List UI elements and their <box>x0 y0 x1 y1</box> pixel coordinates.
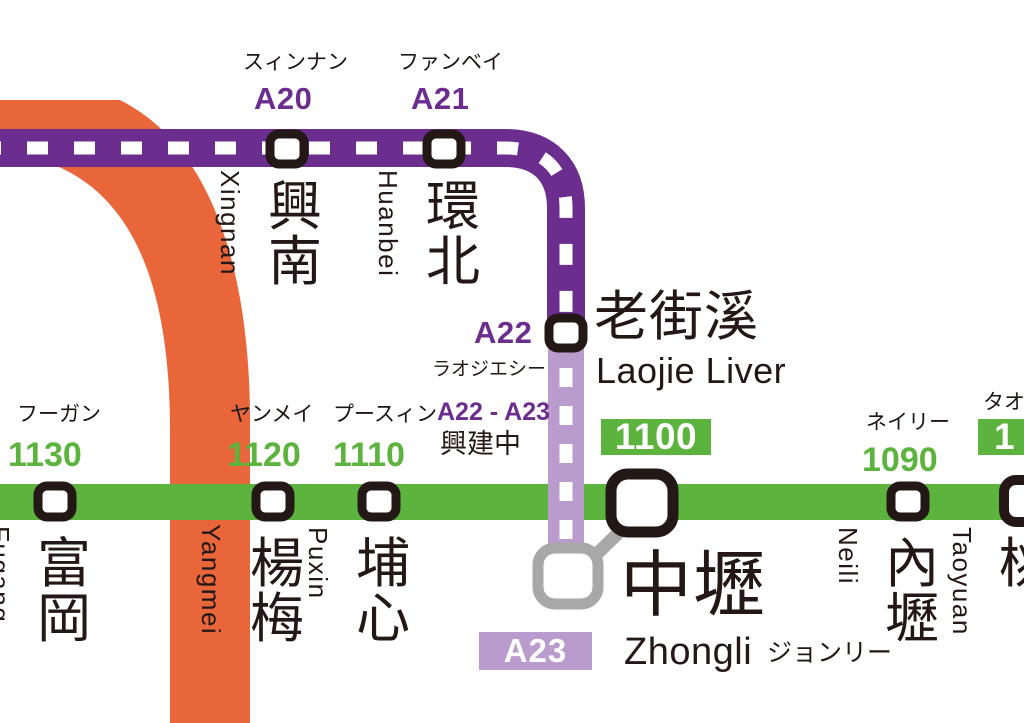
station-name-yangmei: 楊 梅 <box>250 534 304 650</box>
station-name-puxin-char1: 埔 <box>356 534 410 594</box>
station-kana-a21: ファンベイ <box>398 51 503 74</box>
station-name-fugang-char2: 岡 <box>37 589 91 650</box>
station-name-fugang: 富 岡 <box>37 534 91 650</box>
station-marker-zhongli[interactable] <box>605 468 679 538</box>
station-name-a21: 環 北 <box>426 177 480 293</box>
uc-status-label: 興建中 <box>440 429 521 459</box>
station-romaji-taoyuan: Taoyuan <box>947 527 977 636</box>
station-marker-a23[interactable] <box>532 542 604 610</box>
station-kana-a22: ラオジエシー <box>432 359 547 380</box>
station-badge-a23[interactable]: A23 <box>479 632 592 670</box>
station-name-taoyuan: 桃 <box>999 536 1024 592</box>
station-romaji-a22: Laojie Liver <box>596 350 787 391</box>
station-kana-zhongli: ジョンリー <box>767 639 893 667</box>
station-code-a22: A22 <box>474 315 533 350</box>
station-name-neili: 內 壢 <box>885 534 939 650</box>
station-name-a21-char2: 北 <box>426 232 480 293</box>
station-code-neili: 1090 <box>862 441 938 479</box>
station-name-a22: 老街溪 <box>594 287 759 347</box>
station-name-a21-char1: 環 <box>426 177 480 237</box>
station-romaji-fugang: Fugang <box>0 526 15 624</box>
station-marker-taoyuan[interactable] <box>999 475 1024 527</box>
station-marker-neili[interactable] <box>886 481 930 522</box>
station-marker-yangmei[interactable] <box>251 481 295 522</box>
station-romaji-a21: Huanbei <box>373 170 403 278</box>
station-code-yangmei: 1120 <box>227 436 301 474</box>
station-name-puxin: 埔 心 <box>356 534 410 650</box>
orange-line-path <box>0 100 250 723</box>
station-romaji-yangmei: Yangmei <box>196 524 226 636</box>
station-name-a20: 興 南 <box>268 177 322 293</box>
station-kana-taoyuan: タオ <box>983 391 1024 414</box>
station-name-neili-char2: 壢 <box>885 589 939 650</box>
station-marker-a22[interactable] <box>544 313 588 353</box>
station-romaji-puxin: Puxin <box>303 527 333 600</box>
station-kana-yangmei: ヤンメイ <box>230 403 314 426</box>
station-name-a20-char2: 南 <box>268 232 322 293</box>
station-romaji-zhongli: Zhongli <box>624 631 753 673</box>
station-marker-puxin[interactable] <box>357 481 401 522</box>
station-name-fugang-char1: 富 <box>37 534 91 594</box>
station-code-fugang: 1130 <box>8 436 82 474</box>
station-romaji-neili: Neili <box>833 527 863 586</box>
station-romaji-a20: Xingnan <box>215 170 245 276</box>
station-name-neili-char1: 內 <box>885 534 939 594</box>
station-kana-neili: ネイリー <box>866 411 950 434</box>
station-name-zhongli: 中壢 <box>620 546 767 626</box>
station-marker-a21[interactable] <box>422 129 466 169</box>
station-marker-a20[interactable] <box>265 129 309 169</box>
station-badge-taoyuan[interactable]: 1 <box>978 416 1024 457</box>
station-code-a21: A21 <box>411 81 470 116</box>
purple-line-dashes <box>0 141 573 336</box>
station-name-yangmei-char2: 梅 <box>250 589 304 650</box>
station-kana-fugang: フーガン <box>17 403 101 426</box>
uc-range-label: A22 - A23 <box>437 398 551 426</box>
station-kana-a20: スィンナン <box>243 51 348 74</box>
station-name-a20-char1: 興 <box>268 177 322 237</box>
station-marker-fugang[interactable] <box>33 481 77 522</box>
station-badge-zhongli[interactable]: 1100 <box>601 416 711 457</box>
green-line-path <box>0 484 1024 520</box>
station-name-puxin-char2: 心 <box>356 589 410 650</box>
station-code-a20: A20 <box>254 81 313 116</box>
station-code-puxin: 1110 <box>333 436 405 474</box>
station-kana-puxin: プースィン <box>333 403 437 426</box>
station-name-yangmei-char1: 楊 <box>250 534 304 594</box>
